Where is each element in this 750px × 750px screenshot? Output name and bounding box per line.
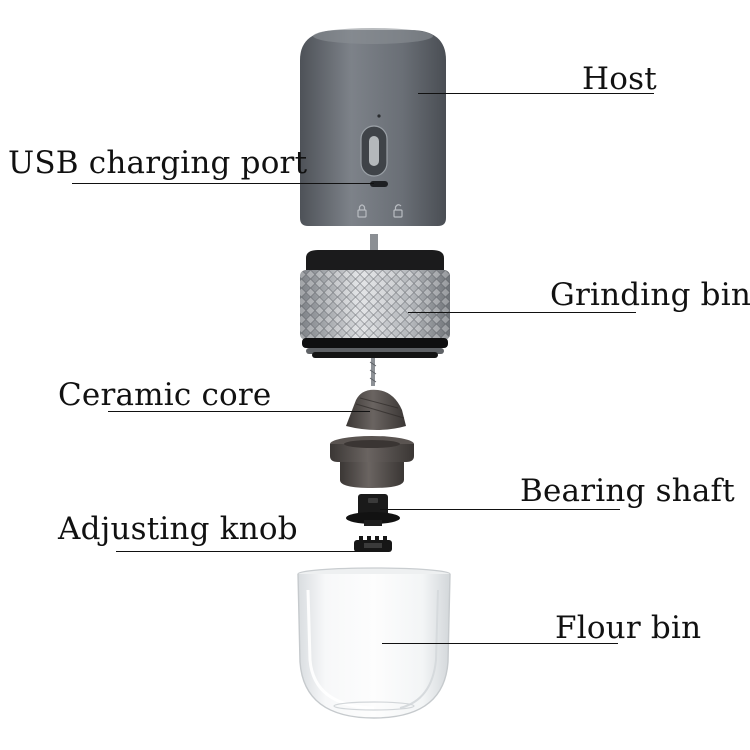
adjusting-knob [354,536,392,552]
label-host: Host [582,64,657,95]
leader-grinding-bin [408,312,636,313]
label-bearing-shaft: Bearing shaft [520,476,735,507]
leader-ceramic-core [108,411,370,412]
usb-port [370,181,388,187]
leader-flour-bin [382,643,618,644]
ceramic-core [346,390,406,430]
label-grinding-bin: Grinding bin [550,280,750,311]
bearing-shaft [346,494,400,526]
leader-host [418,93,654,94]
ceramic-ring [330,436,414,488]
label-usb-charging-port: USB charging port [8,148,307,179]
leader-usb-charging-port [72,183,374,184]
host-body [300,28,446,226]
leader-bearing-shaft [380,509,620,510]
label-ceramic-core: Ceramic core [58,380,271,411]
grinding-bin [300,234,450,386]
label-adjusting-knob: Adjusting knob [58,514,298,545]
label-flour-bin: Flour bin [555,613,701,644]
leader-adjusting-knob [116,551,370,552]
